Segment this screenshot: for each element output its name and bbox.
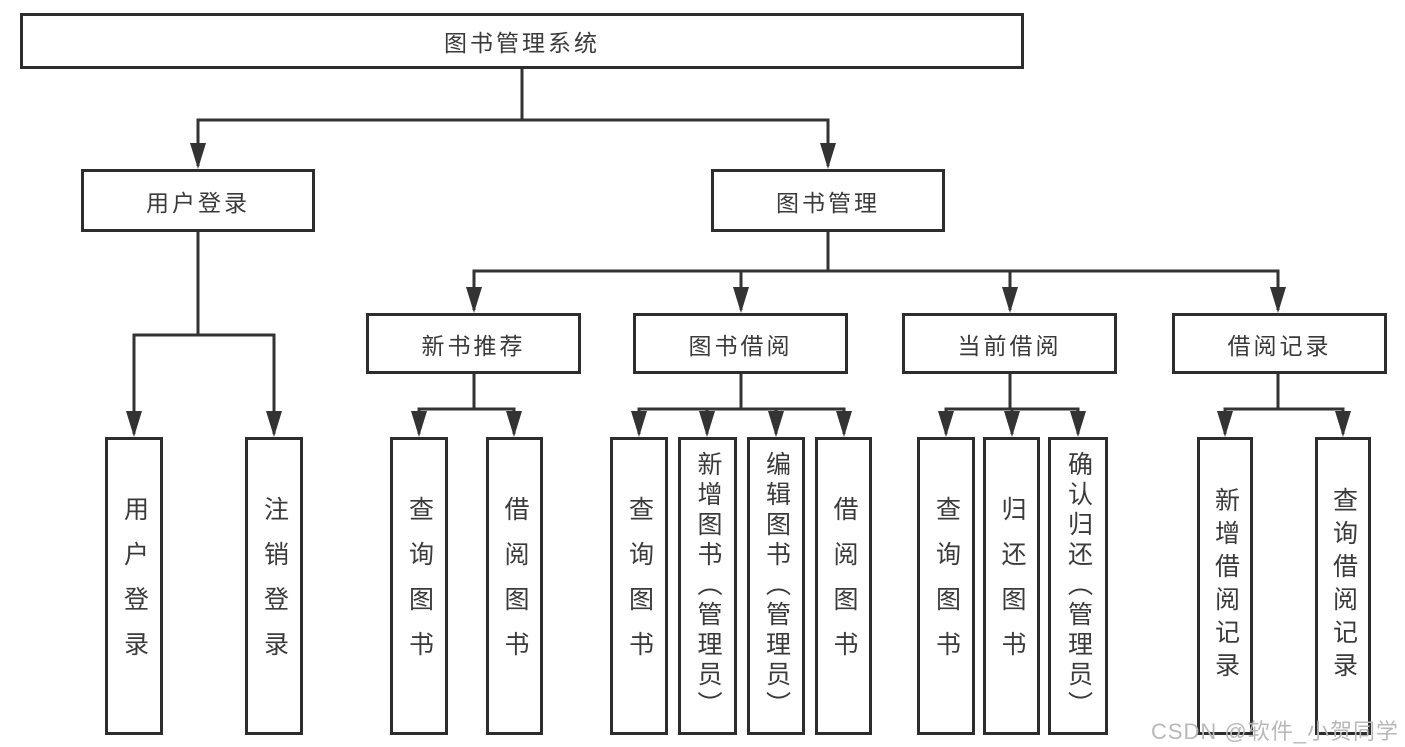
leaf-user-login: 用户登录 bbox=[105, 437, 163, 735]
node-label: 借阅图书 bbox=[501, 496, 529, 676]
arrowhead-icon bbox=[820, 143, 836, 169]
node-label: 借阅图书 bbox=[830, 496, 858, 676]
leaf-borrow-books-borrowing: 借阅图书 bbox=[815, 437, 872, 735]
node-current-borrowing: 当前借阅 bbox=[902, 313, 1117, 374]
node-label: 查询图书 bbox=[932, 496, 961, 676]
arrowhead-icon bbox=[699, 411, 715, 437]
node-user-login: 用户登录 bbox=[81, 169, 315, 232]
node-label: 新增借阅记录 bbox=[1211, 487, 1240, 685]
leaf-add-books-admin: 新增图书（管理员） bbox=[678, 437, 737, 735]
connector-lines bbox=[132, 69, 1345, 434]
node-book-borrowing: 图书借阅 bbox=[633, 313, 848, 374]
arrowhead-icon bbox=[1335, 411, 1351, 437]
leaf-query-books-borrowing: 查询图书 bbox=[610, 437, 668, 735]
arrowheads bbox=[126, 143, 1351, 437]
csdn-watermark: CSDN @软件_小贺同学 bbox=[1150, 719, 1399, 744]
leaf-query-books-current: 查询图书 bbox=[917, 437, 975, 735]
arrowhead-icon bbox=[938, 411, 954, 437]
arrowhead-icon bbox=[190, 143, 206, 169]
node-label: 用户登录 bbox=[120, 496, 149, 676]
node-label: 图书管理系统 bbox=[444, 30, 600, 56]
arrowhead-icon bbox=[1270, 287, 1286, 313]
node-label: 编辑图书（管理员） bbox=[762, 451, 791, 721]
leaf-query-borrowing-record: 查询借阅记录 bbox=[1315, 437, 1371, 735]
leaf-add-borrowing-record: 新增借阅记录 bbox=[1197, 437, 1253, 735]
node-label: 查询图书 bbox=[625, 496, 654, 676]
node-label: 查询借阅记录 bbox=[1329, 487, 1358, 685]
arrowhead-icon bbox=[466, 287, 482, 313]
arrowhead-icon bbox=[1002, 287, 1018, 313]
node-borrowing-records: 借阅记录 bbox=[1172, 313, 1387, 374]
node-book-management: 图书管理 bbox=[711, 169, 945, 232]
leaf-edit-books-admin: 编辑图书（管理员） bbox=[747, 437, 805, 735]
arrowhead-icon bbox=[768, 411, 784, 437]
node-label: 图书管理 bbox=[776, 189, 880, 216]
arrowhead-icon bbox=[266, 411, 282, 437]
arrowhead-icon bbox=[836, 411, 852, 437]
node-library-management-system: 图书管理系统 bbox=[20, 13, 1024, 69]
leaf-logout: 注销登录 bbox=[245, 437, 303, 735]
leaf-borrow-books-recommendation: 借阅图书 bbox=[486, 437, 543, 735]
node-label: 新增图书（管理员） bbox=[694, 451, 722, 721]
arrowhead-icon bbox=[506, 411, 522, 437]
node-label: 归还图书 bbox=[998, 496, 1026, 676]
arrowhead-icon bbox=[411, 411, 427, 437]
node-label: 用户登录 bbox=[146, 189, 250, 216]
node-label: 注销登录 bbox=[260, 496, 289, 676]
node-label: 新书推荐 bbox=[421, 332, 526, 359]
leaf-confirm-return-admin: 确认归还（管理员） bbox=[1048, 437, 1108, 735]
arrowhead-icon bbox=[631, 411, 647, 437]
leaf-query-books-recommendation: 查询图书 bbox=[390, 437, 448, 735]
arrowhead-icon bbox=[1217, 411, 1233, 437]
arrowhead-icon bbox=[1004, 411, 1020, 437]
arrowhead-icon bbox=[126, 411, 142, 437]
arrowhead-icon bbox=[733, 287, 749, 313]
node-label: 图书借阅 bbox=[688, 332, 793, 359]
arrowhead-icon bbox=[1070, 411, 1086, 437]
node-label: 借阅记录 bbox=[1227, 332, 1332, 359]
node-label: 查询图书 bbox=[405, 496, 434, 676]
node-label: 确认归还（管理员） bbox=[1064, 451, 1093, 721]
node-new-book-recommendation: 新书推荐 bbox=[366, 313, 581, 374]
node-label: 当前借阅 bbox=[957, 332, 1062, 359]
leaf-return-books: 归还图书 bbox=[983, 437, 1040, 735]
